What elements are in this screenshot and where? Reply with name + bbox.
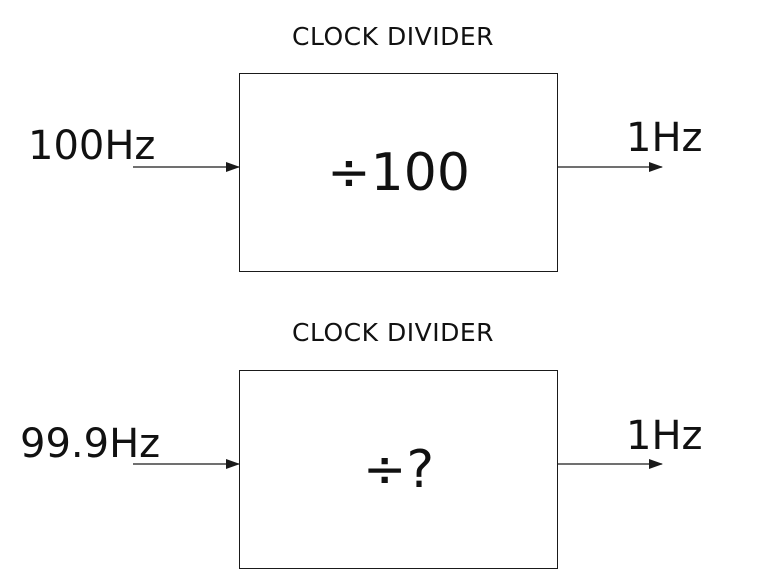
block-1-operation: ÷100 bbox=[327, 142, 470, 203]
block-1-title: CLOCK DIVIDER bbox=[292, 22, 494, 51]
block-2-operation: ÷? bbox=[362, 439, 435, 500]
block-2-output-frequency: 1Hz bbox=[626, 413, 703, 459]
block-2-title: CLOCK DIVIDER bbox=[292, 318, 494, 347]
block-1-divider-box: ÷100 bbox=[239, 73, 558, 272]
block-2-divider-box: ÷? bbox=[239, 370, 558, 569]
block-1-output-frequency: 1Hz bbox=[626, 115, 703, 161]
block-1-input-frequency: 100Hz bbox=[28, 123, 156, 169]
block-2-input-frequency: 99.9Hz bbox=[20, 421, 161, 467]
